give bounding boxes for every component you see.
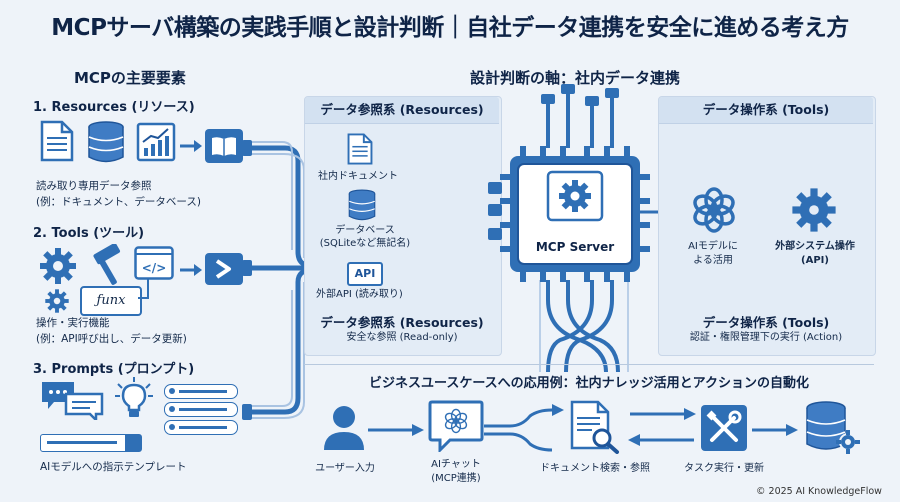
prompt-search-bar xyxy=(40,434,142,452)
database-sublabel: (SQLiteなど無記名) xyxy=(319,238,411,249)
document-search-label: ドキュメント検索・参照 xyxy=(540,463,650,474)
resources-panel-header: データ参照系 (Resources) xyxy=(305,97,499,124)
resources-footer-sub: 安全な参照 (Read-only) xyxy=(346,332,458,343)
copyright-footer: © 2025 AI KnowledgeFlow xyxy=(756,486,882,497)
page-title: MCPサーバ構築の実践手順と設計判断｜自社データ連携を安全に進める考え方 xyxy=(51,15,849,41)
tools-desc-1: 操作・実行機能 xyxy=(36,317,110,329)
tools-title: 2. Tools (ツール) xyxy=(33,226,145,241)
center-heading: 設計判断の軸：社内データ連携 xyxy=(470,69,681,87)
api-badge: API xyxy=(347,262,383,286)
mcp-server-label: MCP Server xyxy=(535,240,615,254)
left-heading: MCPの主要要素 xyxy=(74,69,186,87)
wrench-screwdriver-icon xyxy=(701,405,747,451)
panel-database-icon xyxy=(348,189,376,221)
book-icon xyxy=(205,129,243,163)
database-icon xyxy=(88,121,124,163)
arrow-right-icon xyxy=(180,140,202,152)
ai-chat-label-1: AIチャット xyxy=(431,459,481,470)
usecase-heading: ビジネスユースケースへの応用例：社内ナレッジ活用とアクションの自動化 xyxy=(368,376,810,391)
chat-bubbles-icon xyxy=(42,382,104,420)
section-divider xyxy=(304,364,874,365)
ai-usage-label-1: AIモデルに xyxy=(688,241,738,252)
ai-usage-label-2: よる活用 xyxy=(693,255,733,266)
small-gear-icon xyxy=(45,289,69,313)
arrow-right-icon xyxy=(180,264,202,276)
function-label: ƒunx xyxy=(96,293,126,308)
user-icon xyxy=(324,406,364,450)
resources-panel xyxy=(304,96,502,356)
external-api-label: 外部API (読み取り) xyxy=(316,289,403,300)
tools-footer-title: データ操作系 (Tools) xyxy=(702,315,830,330)
tools-panel xyxy=(658,96,876,356)
external-system-label-2: (API) xyxy=(801,255,829,266)
resources-title: 1. Resources (リソース) xyxy=(33,100,195,115)
ai-chat-label-2: (MCP連携) xyxy=(431,473,481,484)
tools-panel-header: データ操作系 (Tools) xyxy=(659,97,873,124)
template-row-2 xyxy=(164,402,238,417)
database-label: データベース xyxy=(335,225,395,236)
tools-footer-sub: 認証・権限管理下の実行 (Action) xyxy=(689,332,843,343)
external-system-gear-icon xyxy=(792,188,836,232)
report-chart-icon xyxy=(136,122,176,162)
gear-icon xyxy=(40,248,76,284)
mcp-server-chip xyxy=(500,146,650,282)
server-input-ports xyxy=(488,182,502,240)
function-connector xyxy=(138,278,149,299)
resources-desc-1: 読み取り専用データ参照 xyxy=(36,180,152,192)
ai-chat-icon xyxy=(428,400,484,452)
ai-model-icon xyxy=(693,187,735,233)
prompts-desc-1: AIモデルへの指示テンプレート xyxy=(40,461,187,473)
database-gear-icon xyxy=(806,401,860,454)
template-row-3 xyxy=(164,420,238,435)
resources-desc-2: (例：ドキュメント、データベース) xyxy=(36,196,201,208)
api-badge-label: API xyxy=(354,267,376,280)
template-row-1 xyxy=(164,384,238,399)
user-input-label: ユーザー入力 xyxy=(315,463,375,474)
prompts-title: 3. Prompts (プロンプト) xyxy=(33,362,195,377)
document-icon xyxy=(40,120,74,162)
tools-desc-2: (例：API呼び出し、データ更新) xyxy=(36,333,187,345)
task-execute-label: タスク実行・更新 xyxy=(684,463,764,474)
svg-text:</>: </> xyxy=(142,261,167,275)
resources-footer-title: データ参照系 (Resources) xyxy=(320,315,484,330)
document-search-icon xyxy=(570,400,619,454)
internal-docs-label: 社内ドキュメント xyxy=(318,171,398,182)
hammer-icon xyxy=(93,244,121,285)
internal-document-icon xyxy=(347,133,373,165)
execute-chevron-icon xyxy=(205,253,243,285)
external-system-label-1: 外部システム操作 xyxy=(775,241,855,252)
function-box: ƒunx xyxy=(80,286,142,316)
lightbulb-icon xyxy=(115,377,153,417)
code-window-icon: </> xyxy=(134,246,174,280)
